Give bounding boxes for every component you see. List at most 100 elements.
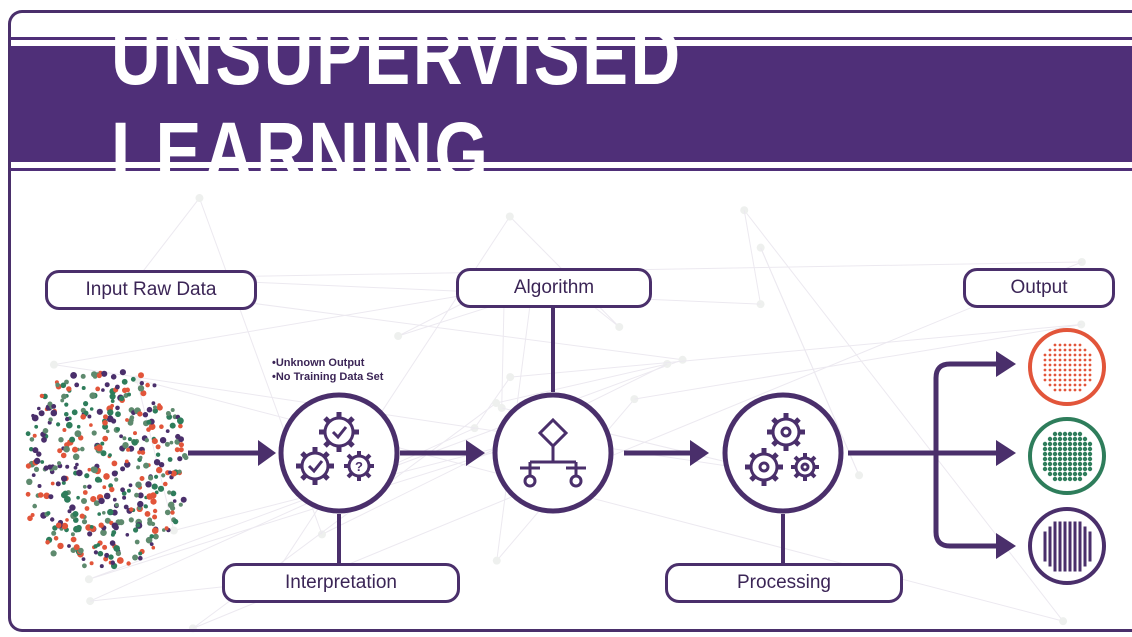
raw-data-point — [72, 453, 80, 461]
arrowhead-3 — [690, 440, 709, 466]
raw-data-point — [30, 513, 35, 517]
raw-data-point — [93, 550, 98, 555]
cluster-point — [1057, 441, 1063, 447]
cluster-point — [1073, 373, 1077, 377]
cluster-point — [1072, 431, 1078, 437]
cluster-point — [1083, 526, 1087, 532]
raw-data-point — [164, 441, 170, 447]
raw-data-point — [109, 393, 116, 400]
raw-data-point — [102, 420, 108, 426]
raw-data-point — [102, 435, 109, 442]
network-edge — [53, 283, 533, 366]
raw-data-point — [156, 466, 163, 474]
raw-data-point — [89, 525, 94, 529]
raw-data-point — [161, 473, 166, 478]
cluster-point — [1082, 461, 1088, 467]
raw-data-point — [110, 560, 115, 565]
raw-data-point — [46, 511, 51, 516]
cluster-point — [1082, 466, 1088, 472]
raw-data-point — [73, 465, 78, 470]
raw-data-point — [96, 372, 102, 379]
cluster-point — [1053, 541, 1057, 547]
raw-data-point — [139, 381, 144, 386]
raw-data-point — [81, 557, 86, 561]
cluster-point — [1072, 446, 1078, 452]
cluster-point — [1077, 431, 1083, 437]
raw-data-point — [42, 428, 49, 434]
cluster-point — [1078, 388, 1082, 392]
raw-data-point — [70, 372, 77, 379]
raw-data-point — [138, 551, 143, 556]
cluster-point — [1073, 566, 1077, 572]
title-banner — [10, 46, 1132, 162]
raw-data-point — [55, 382, 60, 388]
raw-data-point — [137, 411, 143, 417]
raw-data-point — [136, 465, 141, 470]
raw-data-point — [60, 382, 67, 389]
raw-data-point — [158, 462, 165, 468]
raw-data-point — [167, 490, 172, 495]
raw-data-point — [143, 504, 148, 509]
cluster-point — [1058, 536, 1062, 542]
raw-data-point — [127, 437, 132, 442]
raw-data-point — [111, 418, 117, 424]
cluster-point — [1052, 436, 1058, 442]
raw-data-point — [145, 481, 152, 488]
cluster-point — [1058, 368, 1062, 372]
network-edge — [743, 209, 1064, 622]
cluster-point — [1048, 551, 1052, 557]
raw-data-point — [154, 490, 159, 495]
raw-data-point — [104, 552, 110, 558]
output-cluster-purple — [1028, 507, 1106, 585]
cluster-point — [1042, 466, 1048, 472]
raw-data-point — [180, 496, 187, 503]
raw-data-point — [60, 452, 67, 459]
raw-data-point — [120, 466, 126, 472]
cluster-point — [1073, 368, 1077, 372]
raw-data-point — [159, 424, 164, 430]
raw-data-point — [99, 564, 104, 569]
arrowhead-out-1 — [996, 351, 1016, 377]
cluster-point — [1053, 348, 1057, 352]
raw-data-point — [98, 497, 105, 505]
raw-data-point — [53, 536, 59, 541]
cluster-point — [1088, 353, 1092, 357]
raw-data-point — [38, 410, 45, 417]
raw-data-point — [76, 495, 80, 500]
cluster-point — [1057, 466, 1063, 472]
raw-data-point — [131, 439, 138, 446]
raw-data-point — [126, 561, 131, 566]
network-edge — [136, 379, 175, 531]
raw-data-point — [87, 467, 92, 472]
raw-data-point — [101, 370, 108, 377]
cluster-point — [1073, 556, 1077, 562]
raw-data-point — [170, 510, 175, 515]
raw-data-point — [55, 481, 61, 487]
raw-data-point — [96, 408, 103, 415]
cluster-point — [1077, 446, 1083, 452]
cluster-point — [1078, 551, 1082, 557]
cluster-point — [1058, 521, 1062, 527]
raw-data-point — [126, 447, 131, 452]
cluster-point — [1063, 343, 1067, 347]
raw-data-point — [103, 473, 110, 480]
cluster-point — [1073, 531, 1077, 537]
cluster-point — [1043, 536, 1047, 542]
raw-data-point — [82, 563, 87, 569]
arrowhead-2 — [466, 440, 485, 466]
raw-data-point — [156, 404, 163, 411]
cluster-point — [1047, 456, 1053, 462]
cluster-point — [1078, 373, 1082, 377]
cluster-point — [1047, 441, 1053, 447]
cluster-point — [1062, 456, 1068, 462]
cluster-point — [1078, 546, 1082, 552]
raw-data-point — [64, 379, 69, 385]
raw-data-point — [51, 530, 57, 536]
raw-data-point — [153, 459, 161, 466]
raw-data-point — [31, 473, 36, 477]
raw-data-point — [79, 513, 85, 519]
cluster-point — [1042, 451, 1048, 457]
network-node — [492, 556, 501, 565]
cluster-point — [1068, 378, 1072, 382]
raw-data-point — [97, 512, 101, 516]
